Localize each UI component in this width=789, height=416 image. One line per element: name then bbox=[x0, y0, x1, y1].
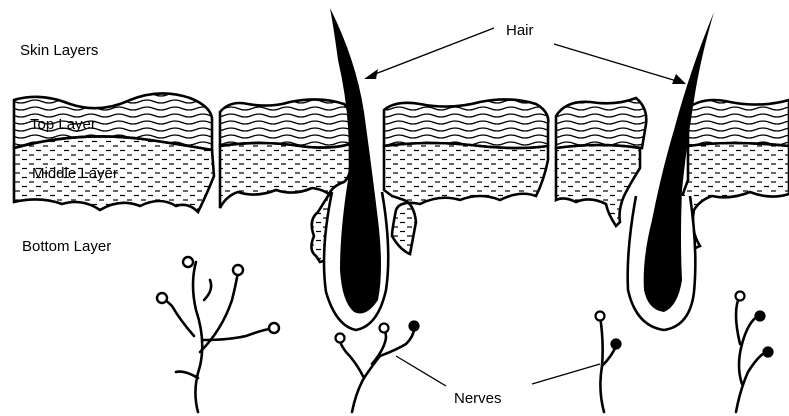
title-label: Skin Layers bbox=[20, 42, 98, 59]
skin-slab-4 bbox=[556, 98, 646, 226]
nerve-cluster-1 bbox=[157, 257, 279, 412]
hair-pointer-left-arrow bbox=[364, 69, 378, 79]
nerve-cluster-4 bbox=[736, 292, 773, 413]
middle-layer-label: Middle Layer bbox=[32, 165, 118, 182]
bottom-layer-label: Bottom Layer bbox=[22, 238, 111, 255]
nerves-pointer-right bbox=[532, 364, 600, 384]
hair-pointer-right bbox=[554, 44, 680, 82]
skin-slab-left bbox=[14, 93, 214, 212]
skin-slab-3 bbox=[384, 99, 548, 254]
top-layer-label: Top Layer bbox=[30, 116, 96, 133]
hair-label: Hair bbox=[506, 22, 534, 39]
hair-pointer-right-arrow bbox=[672, 74, 686, 84]
nerves-pointer-left bbox=[396, 356, 446, 386]
nerve-cluster-3 bbox=[596, 312, 621, 413]
hair-pointer-left bbox=[370, 28, 494, 76]
nerves-label: Nerves bbox=[454, 390, 502, 407]
nerve-cluster-2 bbox=[336, 322, 419, 413]
